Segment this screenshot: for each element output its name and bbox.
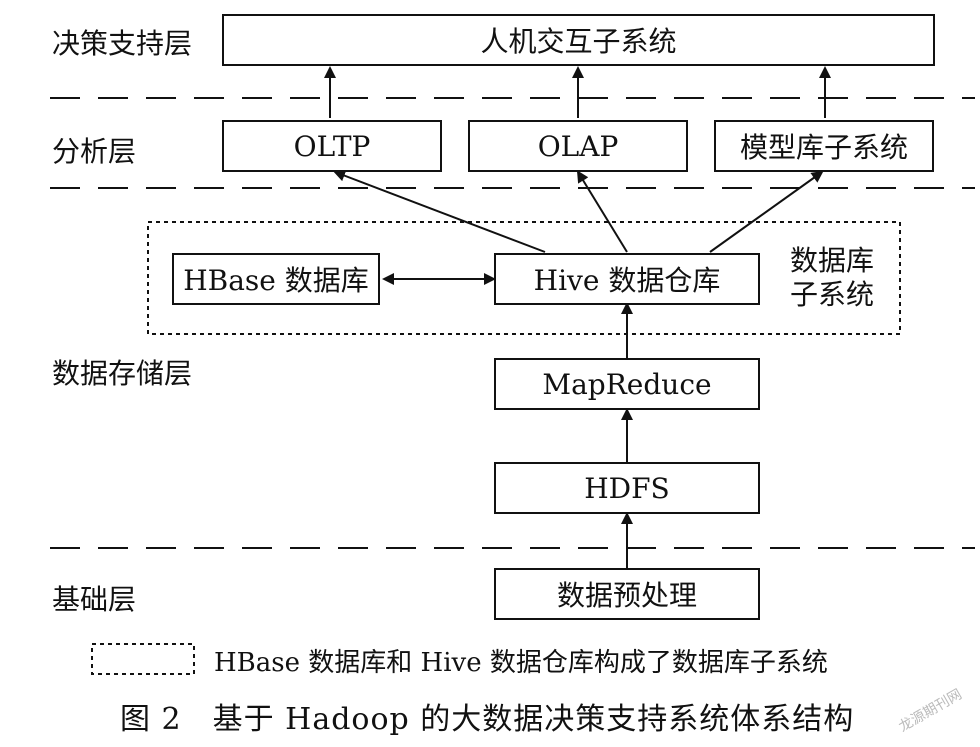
db-subsystem-label: 数据库 子系统 — [790, 244, 874, 312]
db-subsystem-frame — [147, 221, 901, 335]
db-subsystem-label-line2: 子系统 — [790, 278, 875, 311]
hdfs-box: HDFS — [494, 462, 760, 514]
figure-caption: 图 2 基于 Hadoop 的大数据决策支持系统体系结构 — [120, 702, 855, 737]
oltp-box: OLTP — [222, 120, 442, 172]
mapreduce-box: MapReduce — [494, 358, 760, 410]
model-library-box: 模型库子系统 — [714, 120, 934, 172]
layer-label-base: 基础层 — [52, 583, 137, 616]
hive-box: Hive 数据仓库 — [494, 253, 760, 305]
layer-label-storage: 数据存储层 — [52, 357, 193, 390]
legend-dotted-sample — [91, 643, 195, 675]
arrow-hive-to-olap — [576, 170, 628, 253]
hbase-box: HBase 数据库 — [172, 253, 380, 305]
db-subsystem-label-line1: 数据库 — [790, 244, 875, 277]
legend-text: HBase 数据库和 Hive 数据仓库构成了数据库子系统 — [214, 648, 828, 678]
arrow-hive-to-model — [709, 170, 824, 253]
olap-box: OLAP — [468, 120, 688, 172]
preprocess-box: 数据预处理 — [494, 568, 760, 620]
hci-subsystem-box: 人机交互子系统 — [222, 14, 935, 66]
layer-label-analysis: 分析层 — [52, 135, 137, 168]
arrow-hive-to-oltp — [333, 169, 546, 253]
layer-label-decision: 决策支持层 — [52, 27, 193, 60]
